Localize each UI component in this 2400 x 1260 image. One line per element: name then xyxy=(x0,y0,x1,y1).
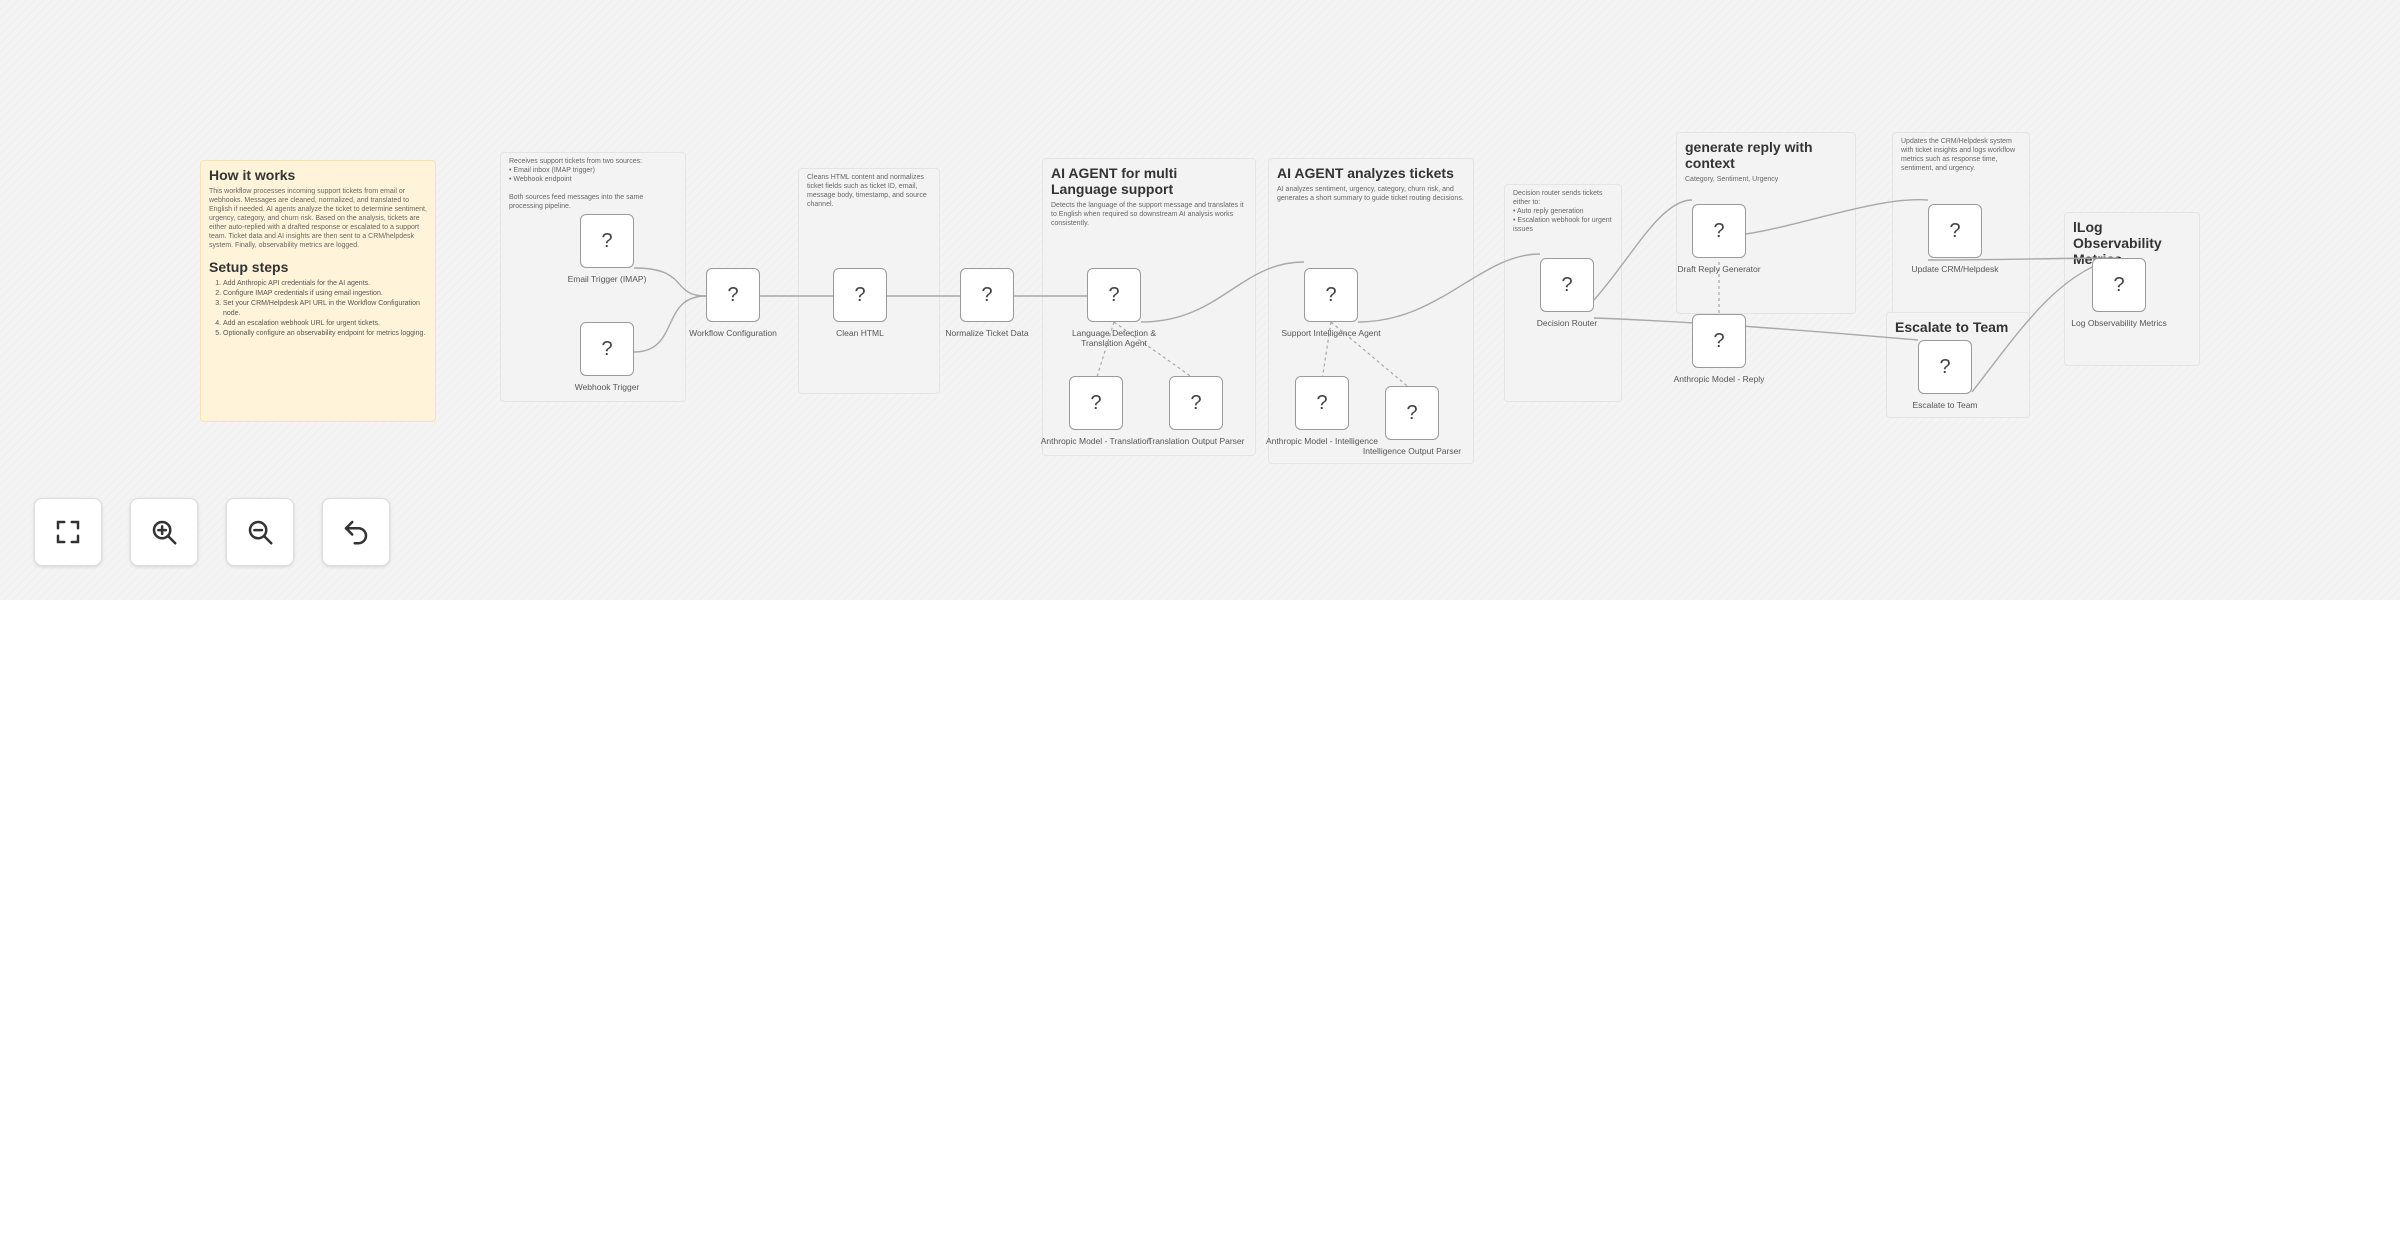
connection-intelligence-model xyxy=(1321,321,1332,381)
zoom-out-icon xyxy=(248,520,273,545)
connection-decision-to-draft xyxy=(1593,199,1693,301)
placeholder-icon: ? xyxy=(601,229,613,252)
node-draft-reply-generator[interactable]: ? xyxy=(1692,204,1746,258)
placeholder-icon: ? xyxy=(601,337,613,360)
node-anthropic-model-intelligence[interactable]: ? xyxy=(1295,376,1349,430)
sticky-description: This workflow processes incoming support… xyxy=(209,188,427,249)
placeholder-icon: ? xyxy=(1939,355,1951,378)
placeholder-icon: ? xyxy=(854,283,866,306)
expand-icon xyxy=(56,520,80,544)
zoom-out-button[interactable] xyxy=(226,498,294,566)
node-anthropic-model-translation[interactable]: ? xyxy=(1069,376,1123,430)
node-clean-html[interactable]: ? xyxy=(833,268,887,322)
setup-step: Add Anthropic API credentials for the AI… xyxy=(223,279,427,289)
node-label: Escalate to Team xyxy=(1912,400,1978,410)
node-intelligence-output-parser[interactable]: ? xyxy=(1385,386,1439,440)
node-label: Draft Reply Generator xyxy=(1677,264,1761,274)
placeholder-icon: ? xyxy=(1713,219,1725,242)
placeholder-icon: ? xyxy=(1316,391,1328,414)
setup-step: Add an escalation webhook URL for urgent… xyxy=(223,319,427,329)
connection-email-to-config xyxy=(633,267,707,297)
node-label: Intelligence Output Parser xyxy=(1362,446,1462,456)
connection-translation-model xyxy=(1095,321,1115,381)
sticky-description: Updates the CRM/Helpdesk system with tic… xyxy=(1901,138,2015,172)
node-label: Anthropic Model - Reply xyxy=(1673,374,1765,384)
node-label: Email Trigger (IMAP) xyxy=(567,274,647,284)
node-label: Workflow Configuration xyxy=(689,328,777,338)
sticky-description: Detects the language of the support mess… xyxy=(1051,202,1244,227)
node-label: Language Detection & Translation Agent xyxy=(1071,328,1157,348)
placeholder-icon: ? xyxy=(981,283,993,306)
sticky-title: generate reply with context xyxy=(1685,139,1813,171)
sticky-title: AI AGENT for multi Language support xyxy=(1051,165,1178,197)
connection-translation-parser xyxy=(1113,321,1197,381)
node-email-trigger[interactable]: ? xyxy=(580,214,634,268)
placeholder-icon: ? xyxy=(1406,401,1418,424)
node-label: Normalize Ticket Data xyxy=(945,328,1029,338)
undo-icon xyxy=(344,520,368,545)
node-workflow-configuration[interactable]: ? xyxy=(706,268,760,322)
placeholder-icon: ? xyxy=(1190,391,1202,414)
node-anthropic-model-reply[interactable]: ? xyxy=(1692,314,1746,368)
zoom-in-icon xyxy=(152,520,177,545)
placeholder-icon: ? xyxy=(2113,273,2125,296)
setup-step: Optionally configure an observability en… xyxy=(223,329,427,339)
node-normalize-ticket-data[interactable]: ? xyxy=(960,268,1014,322)
node-label: Webhook Trigger xyxy=(574,382,640,392)
placeholder-icon: ? xyxy=(1949,219,1961,242)
sticky-how-it-works[interactable]: How it works This workflow processes inc… xyxy=(200,160,436,422)
connection-support-to-decision xyxy=(1357,253,1541,323)
zoom-in-button[interactable] xyxy=(130,498,198,566)
node-support-intelligence-agent[interactable]: ? xyxy=(1304,268,1358,322)
placeholder-icon: ? xyxy=(727,283,739,306)
sticky-title: Escalate to Team xyxy=(1895,319,2009,335)
setup-steps-list: Add Anthropic API credentials for the AI… xyxy=(223,279,427,339)
reset-zoom-button[interactable] xyxy=(322,498,390,566)
sticky-description: Category, Sentiment, Urgency xyxy=(1685,176,1779,183)
node-webhook-trigger[interactable]: ? xyxy=(580,322,634,376)
placeholder-icon: ? xyxy=(1325,283,1337,306)
node-label: Anthropic Model - Translation xyxy=(1040,436,1152,446)
node-decision-router[interactable]: ? xyxy=(1540,258,1594,312)
node-label: Log Observability Metrics xyxy=(2071,318,2167,328)
placeholder-icon: ? xyxy=(1108,283,1120,306)
setup-step: Configure IMAP credentials if using emai… xyxy=(223,289,427,299)
connection-decision-to-escalate xyxy=(1593,317,1919,341)
sticky-description: Cleans HTML content and normalizes ticke… xyxy=(807,174,927,208)
node-language-agent[interactable]: ? xyxy=(1087,268,1141,322)
setup-steps-title: Setup steps xyxy=(209,259,289,275)
node-translation-output-parser[interactable]: ? xyxy=(1169,376,1223,430)
sticky-description: Decision router sends tickets either to:… xyxy=(1513,190,1612,233)
placeholder-icon: ? xyxy=(1090,391,1102,414)
connections-layer xyxy=(633,198,2119,393)
placeholder-icon: ? xyxy=(1713,329,1725,352)
node-escalate-to-team[interactable]: ? xyxy=(1918,340,1972,394)
sticky-title: AI AGENT analyzes tickets xyxy=(1277,165,1454,181)
node-label: Clean HTML xyxy=(836,328,884,338)
connection-draft-to-crm xyxy=(1745,198,1929,235)
sticky-description: Receives support tickets from two source… xyxy=(509,158,644,210)
connection-lang-to-support xyxy=(1140,261,1305,323)
node-label: Translation Output Parser xyxy=(1147,436,1245,446)
fit-view-button[interactable] xyxy=(34,498,102,566)
workflow-canvas[interactable]: How it works This workflow processes inc… xyxy=(0,0,2400,600)
setup-step: Set your CRM/Helpdesk API URL in the Wor… xyxy=(223,299,427,319)
placeholder-icon: ? xyxy=(1561,273,1573,296)
node-label: Decision Router xyxy=(1536,318,1598,328)
sticky-description: AI analyzes sentiment, urgency, category… xyxy=(1277,186,1464,202)
node-label: Update CRM/Helpdesk xyxy=(1911,264,1999,274)
connection-crm-to-log xyxy=(1927,257,2119,261)
sticky-title: How it works xyxy=(209,167,296,183)
sticky-sources[interactable]: Receives support tickets from two source… xyxy=(500,152,686,402)
node-log-observability-metrics[interactable]: ? xyxy=(2092,258,2146,312)
connection-webhook-to-config xyxy=(633,295,707,353)
node-label: Anthropic Model - Intelligence xyxy=(1266,436,1378,446)
node-label: Support Intelligence Agent xyxy=(1281,328,1381,338)
node-update-crm[interactable]: ? xyxy=(1928,204,1982,258)
